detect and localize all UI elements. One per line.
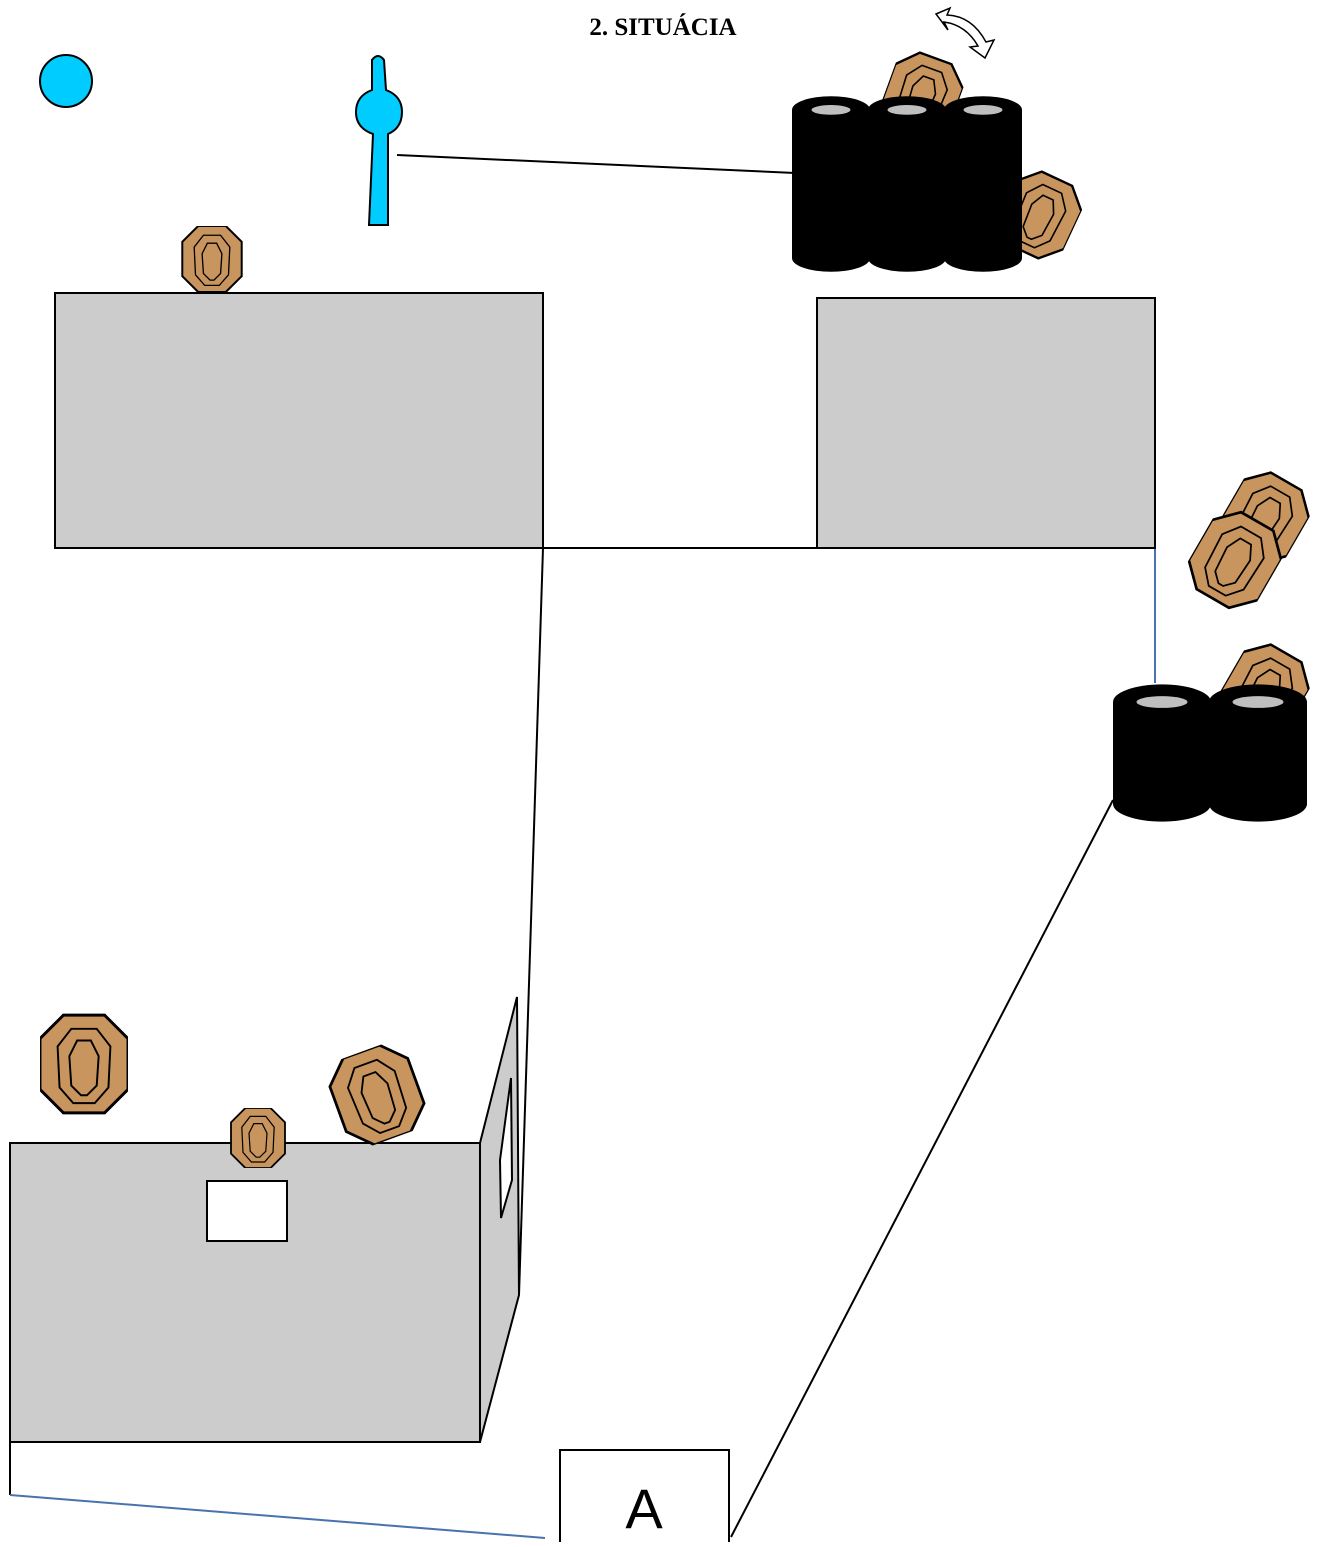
center-fault-line xyxy=(518,547,544,1296)
swing-arrow-icon xyxy=(934,6,996,60)
ipsc-target-icon xyxy=(40,1013,128,1115)
top-boundary-line xyxy=(396,154,796,174)
ipsc-target-icon xyxy=(180,226,244,292)
steel-plate-icon xyxy=(39,54,93,108)
stage-title: 2. SITUÁCIA xyxy=(589,14,737,41)
side-wall-port xyxy=(498,1077,514,1219)
popper-icon xyxy=(354,55,404,226)
start-box-label: A xyxy=(625,1477,663,1540)
ipsc-target-icon xyxy=(320,1036,434,1154)
wall-top-right xyxy=(816,297,1156,549)
wall-window xyxy=(206,1180,288,1242)
side-wall-panel xyxy=(479,996,521,1443)
right-fault-line xyxy=(730,799,1114,1538)
boundary-lines xyxy=(9,154,1114,1538)
tire-stack-icon xyxy=(1113,684,1307,822)
bottom-limit-line xyxy=(9,1494,546,1539)
wall-top-left xyxy=(54,292,544,549)
tire-stack-icon xyxy=(792,96,1022,272)
start-position-box: A xyxy=(559,1449,730,1542)
ipsc-target-icon xyxy=(229,1108,287,1168)
